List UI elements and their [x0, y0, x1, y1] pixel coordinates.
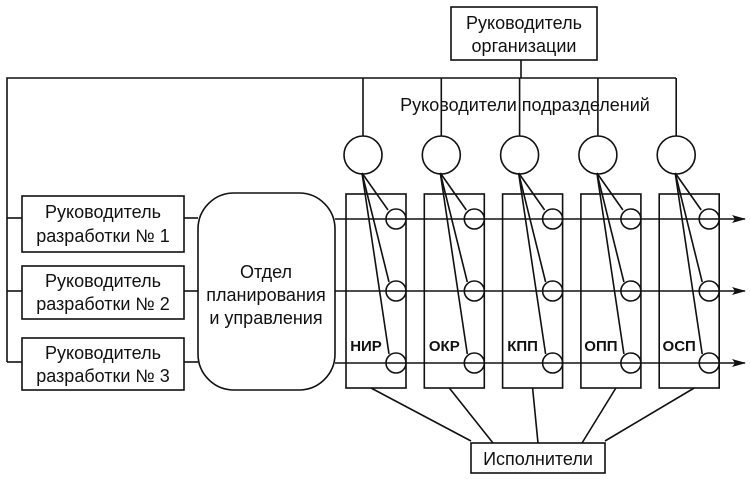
assignment-line — [517, 172, 547, 283]
dept-head-circle — [343, 135, 383, 175]
dept-code-label: ОКР — [429, 338, 460, 355]
executor-slot-circle — [463, 280, 486, 302]
dept-head-circle — [656, 135, 697, 175]
assignment-line — [596, 172, 625, 283]
executor-connector — [370, 387, 472, 442]
assignment-line — [596, 172, 625, 355]
planning-line2: планирования — [206, 285, 325, 305]
executors-label: Исполнители — [483, 449, 593, 469]
executor-slot-circle — [698, 208, 721, 230]
dept-head-circle — [499, 135, 540, 175]
dept-head-circle — [578, 135, 618, 175]
assignment-line — [674, 172, 703, 355]
dev-lead-3: Руководитель разработки № 3 — [21, 337, 185, 391]
assignment-line — [517, 172, 546, 211]
org-head-label-1: Руководитель — [466, 13, 582, 33]
dev-lead-3-line2: разработки № 3 — [36, 366, 170, 386]
executor-slot-circle — [541, 352, 564, 374]
dept-head-circle — [421, 135, 462, 175]
org-head-label-2: организации — [472, 36, 577, 56]
dept-code-label: ОСП — [663, 338, 696, 355]
executor-slot-circle — [385, 352, 407, 374]
dept-code-label: НИР — [350, 338, 382, 355]
dev-lead-2-line1: Руководитель — [45, 271, 161, 291]
assignment-line — [596, 172, 624, 211]
executor-connector — [604, 387, 695, 442]
dev-lead-1-line2: разработки № 1 — [36, 226, 170, 246]
executor-slot-circle — [620, 280, 642, 302]
assignment-line — [674, 172, 702, 211]
dept-code-label: ОПП — [584, 338, 617, 355]
executor-connector — [581, 387, 617, 444]
executor-slot-circle — [385, 208, 407, 230]
department-column-5: ОСП — [656, 78, 721, 389]
planning-line1: Отдел — [240, 262, 292, 282]
department-column-2: ОКР — [421, 78, 486, 389]
executor-connector — [448, 387, 494, 444]
department-column-1: НИР — [343, 78, 407, 389]
executor-slot-circle — [463, 352, 486, 374]
assignment-line — [361, 172, 390, 283]
dev-lead-1: Руководитель разработки № 1 — [21, 195, 185, 253]
assignment-line — [674, 172, 703, 283]
dev-lead-3-line1: Руководитель — [45, 343, 161, 363]
assignment-line — [517, 172, 547, 355]
executor-slot-circle — [463, 208, 486, 230]
executor-slot-circle — [620, 352, 642, 374]
department-column-3: КПП — [499, 78, 564, 389]
org-head-node: Руководитель организации — [450, 6, 598, 61]
executor-slot-circle — [541, 280, 564, 302]
executors-node: Исполнители — [470, 442, 606, 474]
assignment-line — [361, 172, 389, 211]
executor-connector — [531, 387, 539, 444]
assignment-line — [439, 172, 467, 211]
dept-heads-label: Руководители подразделений — [400, 95, 650, 115]
dev-lead-2-line2: разработки № 2 — [36, 294, 170, 314]
dev-lead-2: Руководитель разработки № 2 — [21, 265, 185, 320]
dept-code-label: КПП — [507, 338, 538, 355]
executor-slot-circle — [541, 208, 564, 230]
assignment-line — [361, 172, 390, 355]
executor-slot-circle — [698, 280, 721, 302]
department-column-4: ОПП — [578, 78, 642, 389]
planning-line3: и управления — [209, 308, 322, 328]
dev-lead-1-line1: Руководитель — [45, 202, 161, 222]
planning-dept-node: Отдел планирования и управления — [197, 192, 336, 391]
executor-slot-circle — [620, 208, 642, 230]
assignment-line — [439, 172, 469, 283]
assignment-line — [439, 172, 469, 355]
executor-slot-circle — [698, 352, 721, 374]
executor-slot-circle — [385, 280, 407, 302]
top-bus-line — [6, 77, 676, 362]
